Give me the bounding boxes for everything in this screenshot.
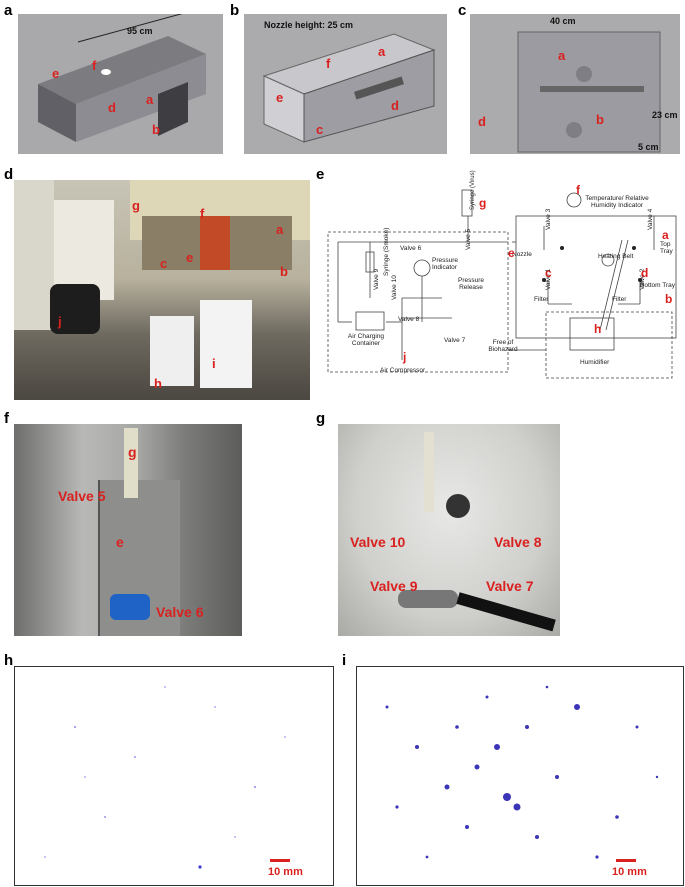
panel-b-cad-render bbox=[244, 14, 447, 154]
dim-23cm: 23 cm bbox=[652, 110, 678, 120]
e-humidifier: Humidifier bbox=[580, 359, 610, 366]
f-label-g: g bbox=[128, 444, 137, 460]
h-scale-label: 10 mm bbox=[268, 866, 303, 878]
d-label-a: a bbox=[276, 222, 284, 237]
a-label-d: d bbox=[108, 100, 116, 115]
g-label-valve8: Valve 8 bbox=[494, 534, 542, 550]
a-label-f: f bbox=[92, 58, 97, 73]
panel-d-photo bbox=[14, 180, 310, 400]
d-label-i: i bbox=[212, 356, 216, 371]
e-bottom-tray: Bottom Tray bbox=[640, 282, 676, 289]
e-label-c: c bbox=[545, 266, 552, 280]
e-label-j: j bbox=[403, 350, 407, 364]
f-label-valve5: Valve 5 bbox=[58, 488, 106, 504]
panel-label-i: i bbox=[342, 652, 347, 669]
c-label-b: b bbox=[596, 112, 604, 127]
dim-40cm: 40 cm bbox=[550, 16, 576, 26]
e-heating-belt: Heating Belt bbox=[598, 253, 634, 260]
f-label-e: e bbox=[116, 534, 124, 550]
a-label-e: e bbox=[52, 66, 60, 81]
panel-label-f: f bbox=[4, 410, 9, 427]
dim-5cm: 5 cm bbox=[638, 142, 659, 152]
e-temp-indicator: Temperature/ Relative Humidity Indicator bbox=[585, 195, 649, 209]
panel-label-g: g bbox=[316, 410, 326, 427]
e-pressure-indicator: Pressure Indicator bbox=[432, 257, 459, 271]
g-label-valve10: Valve 10 bbox=[350, 534, 406, 550]
e-label-g: g bbox=[479, 196, 487, 210]
b-label-d: d bbox=[391, 98, 399, 113]
e-filter1: Filter bbox=[534, 296, 549, 303]
e-valve4: Valve 4 bbox=[647, 208, 654, 230]
panel-i-droplet-image bbox=[356, 666, 684, 886]
b-label-a: a bbox=[378, 44, 386, 59]
panel-g-photo bbox=[338, 424, 560, 636]
e-air-charging: Air Charging Container bbox=[347, 333, 385, 347]
e-syringe-smoke: Syringe (Smoke) bbox=[383, 227, 390, 276]
panel-a-cad-render bbox=[18, 14, 223, 154]
e-free-biohazard: Free of Biohazard bbox=[488, 339, 518, 353]
e-label-h: h bbox=[594, 322, 602, 336]
e-label-e: e bbox=[508, 246, 515, 260]
i-scale-label: 10 mm bbox=[612, 866, 647, 878]
e-label-f: f bbox=[576, 183, 580, 197]
b-label-c: c bbox=[316, 122, 324, 137]
e-nozzle: Nozzle bbox=[512, 251, 532, 258]
droplets-h bbox=[44, 686, 286, 869]
droplets-i bbox=[385, 685, 659, 859]
e-valve5: Valve 5 bbox=[465, 228, 472, 250]
panel-e-schematic bbox=[322, 180, 682, 400]
e-syringe-virus: Syringe (Virus) bbox=[470, 170, 476, 210]
e-valve7: Valve 7 bbox=[444, 337, 466, 344]
g-label-valve7: Valve 7 bbox=[486, 578, 534, 594]
e-air-compressor: Air Compressor bbox=[380, 367, 426, 374]
schematic-lines bbox=[327, 189, 677, 379]
d-label-e: e bbox=[186, 250, 194, 265]
e-label-a: a bbox=[662, 228, 669, 242]
e-valve8: Valve 8 bbox=[398, 316, 420, 323]
panel-c-cad-render bbox=[470, 14, 680, 154]
c-label-d: d bbox=[478, 114, 486, 129]
panel-h-droplet-image bbox=[14, 666, 334, 886]
i-scale-bar bbox=[616, 859, 636, 862]
b-label-f: f bbox=[326, 56, 331, 71]
g-label-valve9: Valve 9 bbox=[370, 578, 418, 594]
a-label-b: b bbox=[152, 122, 160, 137]
e-valve6: Valve 6 bbox=[400, 245, 422, 252]
e-top-tray: Top Tray bbox=[660, 241, 673, 255]
e-label-d: d bbox=[641, 266, 649, 280]
panel-label-a: a bbox=[4, 2, 13, 19]
d-label-g: g bbox=[132, 198, 140, 213]
e-valve9: Valve 9 bbox=[373, 268, 380, 290]
e-label-b: b bbox=[665, 292, 673, 306]
e-pressure-release: Pressure Release bbox=[457, 277, 484, 291]
b-title: Nozzle height: 25 cm bbox=[264, 20, 354, 30]
dim-95cm: 95 cm bbox=[127, 26, 153, 36]
chamber-render-b bbox=[262, 33, 436, 143]
panel-label-h: h bbox=[4, 652, 14, 669]
e-valve10: Valve 10 bbox=[391, 275, 398, 300]
e-valve3: Valve 3 bbox=[545, 208, 552, 230]
e-filter2: Filter bbox=[612, 296, 627, 303]
h-scale-bar bbox=[270, 859, 290, 862]
panel-f-photo bbox=[14, 424, 242, 636]
panel-label-c: c bbox=[458, 2, 467, 19]
panel-label-e: e bbox=[316, 166, 325, 183]
d-label-j: j bbox=[58, 314, 62, 329]
panel-label-d: d bbox=[4, 166, 14, 183]
c-label-a: a bbox=[558, 48, 566, 63]
d-label-h: h bbox=[154, 376, 162, 391]
chamber-render-a bbox=[38, 14, 206, 142]
f-label-valve6: Valve 6 bbox=[156, 604, 204, 620]
chamber-render-c bbox=[517, 31, 661, 153]
a-label-a: a bbox=[146, 92, 154, 107]
d-label-b: b bbox=[280, 264, 288, 279]
b-label-e: e bbox=[276, 90, 284, 105]
panel-label-b: b bbox=[230, 2, 240, 19]
d-label-c: c bbox=[160, 256, 168, 271]
d-label-f: f bbox=[200, 206, 205, 221]
